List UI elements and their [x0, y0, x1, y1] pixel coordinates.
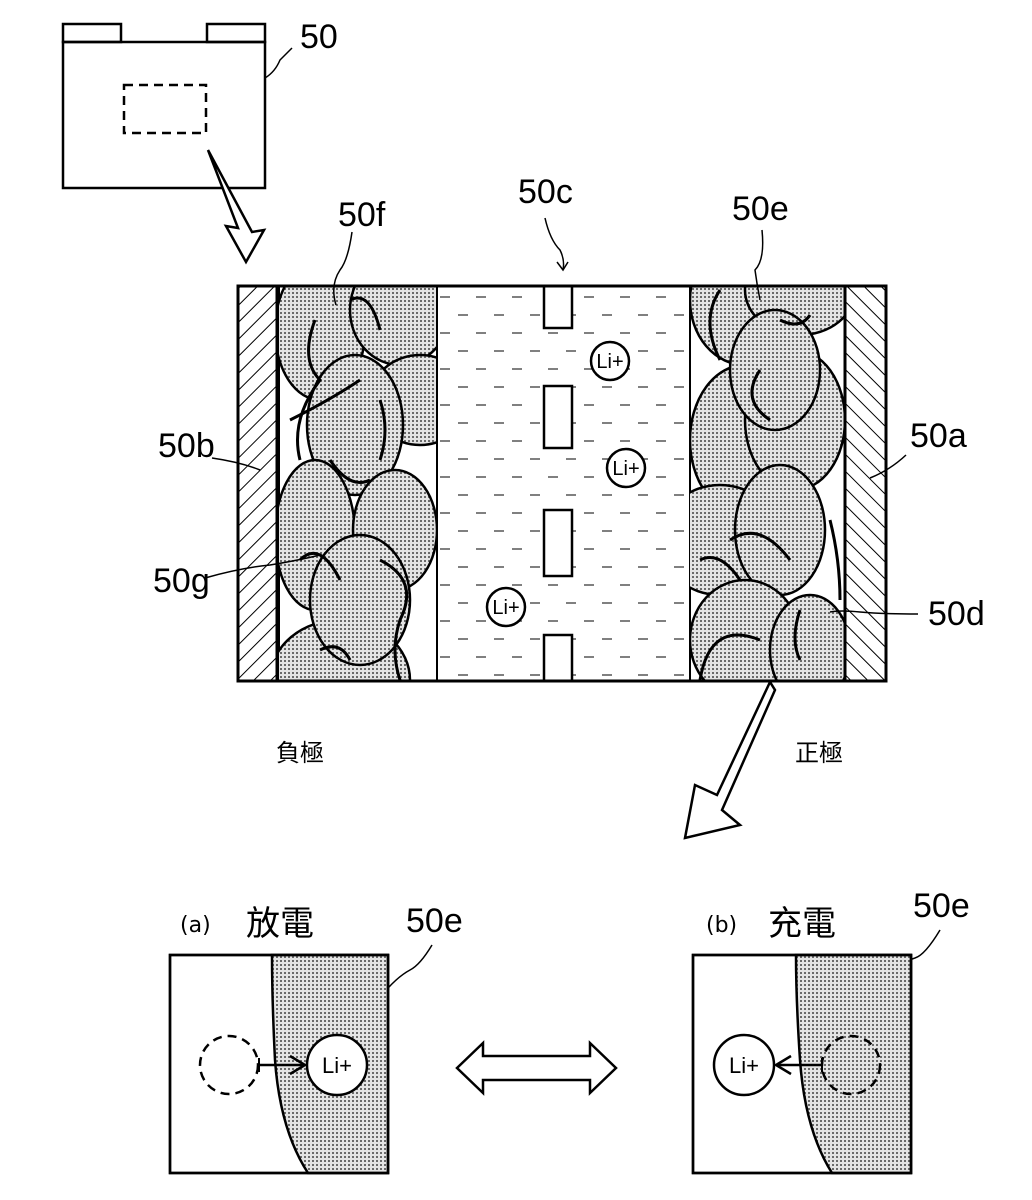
- zoom-arrow-icon: [206, 149, 267, 265]
- lithium-ion: Li+: [589, 340, 631, 382]
- ion-label: Li+: [729, 1053, 759, 1078]
- positive-binder-label: 50d: [928, 595, 985, 633]
- panel-a-tag: (a): [180, 913, 211, 938]
- negative-electrode-label: 負極: [276, 739, 324, 767]
- panel-b-title: 充電: [768, 904, 836, 944]
- leader-line: [264, 47, 293, 79]
- panel-a-ref: 50e: [406, 902, 463, 940]
- negative-binder-label: 50g: [153, 562, 210, 600]
- separator-label: 50c: [518, 173, 573, 211]
- panel-b-tag: (b): [706, 913, 737, 938]
- separator-block: [542, 508, 574, 578]
- ion-origin-dashed: [198, 1034, 260, 1096]
- svg-text:Li+: Li+: [492, 597, 519, 619]
- svg-text:Li+: Li+: [612, 458, 639, 480]
- positive-collector: [843, 284, 888, 683]
- separator-block: [542, 384, 574, 450]
- positive-particles: [690, 286, 845, 681]
- separator-electrolyte: [436, 285, 691, 682]
- svg-text:Li+: Li+: [596, 351, 623, 373]
- lithium-ion: Li+: [485, 586, 527, 628]
- leader-lines: [204, 217, 919, 615]
- ion-label: Li+: [322, 1053, 352, 1078]
- panel-charge: (b) 充電 50e Li+: [691, 887, 970, 1175]
- positive-active-label: 50e: [732, 190, 789, 228]
- positive-electrode-label: 正極: [795, 739, 843, 767]
- separator-block: [542, 633, 574, 683]
- battery-outline: [61, 22, 293, 190]
- panel-a-title: 放電: [246, 904, 314, 944]
- separator-block: [542, 284, 574, 330]
- negative-particles: [279, 286, 437, 681]
- panel-discharge: (a) 放電 50e Li+: [168, 902, 463, 1175]
- negative-collector: [236, 284, 279, 683]
- zoom-arrow-icon: [683, 679, 777, 840]
- lithium-ion: Li+: [605, 447, 647, 489]
- active-material-region: [794, 953, 913, 1175]
- negative-collector-label: 50b: [158, 427, 215, 465]
- battery-ref-label: 50: [300, 18, 338, 56]
- panel-b-ref: 50e: [913, 887, 970, 925]
- zoom-region-box: [122, 83, 208, 135]
- cell-cross-section: Li+ Li+ Li+: [236, 284, 888, 683]
- reversible-arrow-icon: [455, 1040, 618, 1096]
- negative-active-label: 50f: [338, 196, 386, 234]
- positive-collector-label: 50a: [910, 417, 967, 455]
